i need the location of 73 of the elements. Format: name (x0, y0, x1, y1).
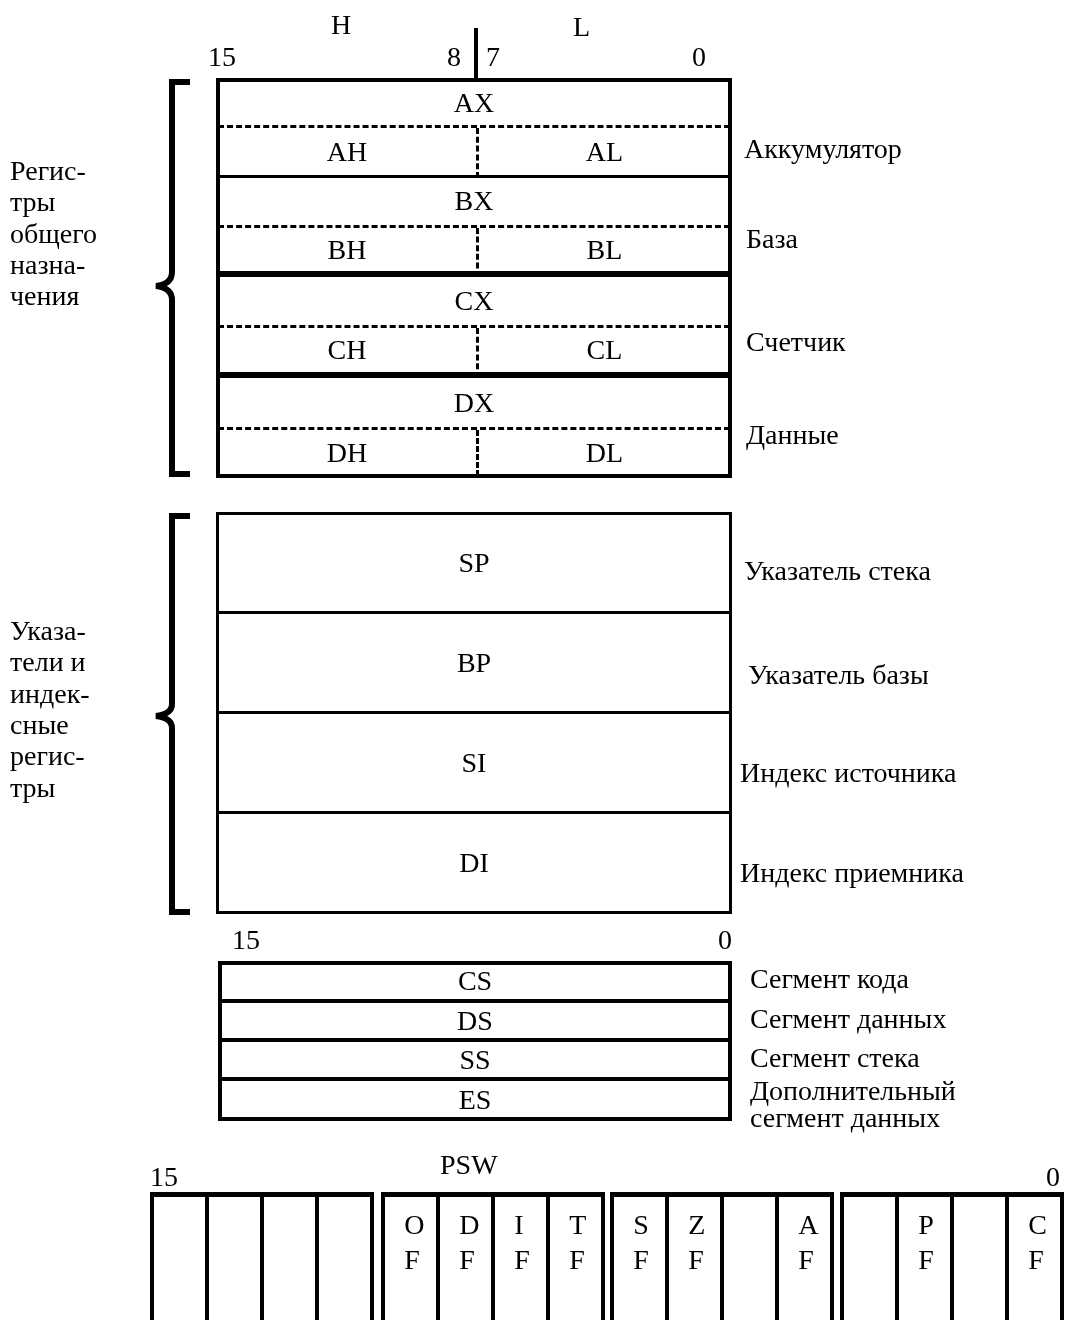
register-name: DI (459, 849, 489, 877)
empty-bit-cell (720, 1192, 775, 1320)
register-description: Аккумулятор (744, 134, 902, 165)
register-description: Дополнительный сегмент данных (750, 1078, 957, 1132)
register-cell (476, 328, 730, 378)
flag-name: A F (798, 1208, 819, 1277)
register-name: AH (326, 137, 368, 166)
empty-bit-cell (205, 1192, 260, 1320)
register-name: CS (457, 967, 493, 995)
register-name: SS (459, 1045, 491, 1074)
flag-cell (436, 1192, 491, 1320)
register-description: База (746, 224, 798, 255)
register-name: DH (326, 439, 368, 467)
register-name: CL (586, 336, 623, 364)
register-description: Сегмент кода (750, 964, 909, 995)
register-name: SP (458, 548, 490, 577)
register-description: Указатель базы (748, 660, 929, 691)
flag-cell (775, 1192, 834, 1320)
bit-label: 15 (208, 42, 236, 73)
flag-cell (546, 1192, 605, 1320)
empty-bit-cell (315, 1192, 374, 1320)
flag-cell (665, 1192, 720, 1320)
flag-name: T F (569, 1208, 587, 1277)
flag-cell (895, 1192, 950, 1320)
empty-bit-cell (840, 1192, 895, 1320)
register-name: CX (454, 287, 494, 315)
bit-label: 0 (718, 925, 732, 956)
bit-label: 15 (150, 1162, 178, 1193)
group-label: Регис- тры общего назна- чения (10, 155, 99, 312)
flag-cell (1005, 1192, 1064, 1320)
register-name: AL (585, 137, 624, 166)
register-name: CH (327, 336, 367, 364)
flag-name: O F (404, 1208, 426, 1277)
flag-name: P F (918, 1208, 935, 1277)
register-name: AX (453, 88, 495, 117)
register-description: Счетчик (746, 327, 846, 358)
register-description: Индекс источника (740, 758, 957, 789)
register-name: BP (456, 648, 492, 677)
bit-label: 0 (692, 42, 706, 73)
register-name: DL (585, 439, 624, 467)
group-label: Указа- тели и индек- сные регис- тры (10, 615, 91, 804)
flag-cell (610, 1192, 665, 1320)
register-name: SI (461, 748, 487, 777)
register-name: DS (457, 1006, 493, 1035)
bit-label: 0 (1046, 1162, 1060, 1193)
register-description: Сегмент данных (750, 1004, 947, 1035)
flag-name: C F (1028, 1208, 1048, 1277)
flag-cell (491, 1192, 546, 1320)
register-description: Указатель стека (744, 556, 931, 587)
register-cell (476, 228, 730, 277)
empty-bit-cell (260, 1192, 315, 1320)
bit-label: 8 (447, 42, 461, 73)
register-name: BL (586, 235, 623, 264)
register-description: Данные (746, 420, 839, 451)
flag-name: D F (459, 1208, 481, 1277)
empty-bit-cell (150, 1192, 205, 1320)
flag-name: Z F (688, 1208, 707, 1277)
register-name: BX (454, 186, 494, 215)
flag-name: I F (514, 1208, 531, 1277)
flag-name: S F (633, 1208, 650, 1277)
bit-label: PSW (440, 1150, 498, 1181)
register-description: Сегмент стека (750, 1043, 920, 1074)
register-name: BH (327, 235, 367, 264)
register-name: ES (458, 1086, 492, 1114)
register-cell (476, 128, 730, 178)
bit-label: H (331, 10, 352, 41)
bit-label: 15 (232, 925, 260, 956)
bit-label: L (573, 12, 591, 43)
register-name: DX (453, 388, 495, 417)
empty-bit-cell (950, 1192, 1005, 1320)
register-description: Индекс приемника (740, 858, 964, 889)
bit-label: 7 (486, 42, 500, 73)
flag-cell (381, 1192, 436, 1320)
